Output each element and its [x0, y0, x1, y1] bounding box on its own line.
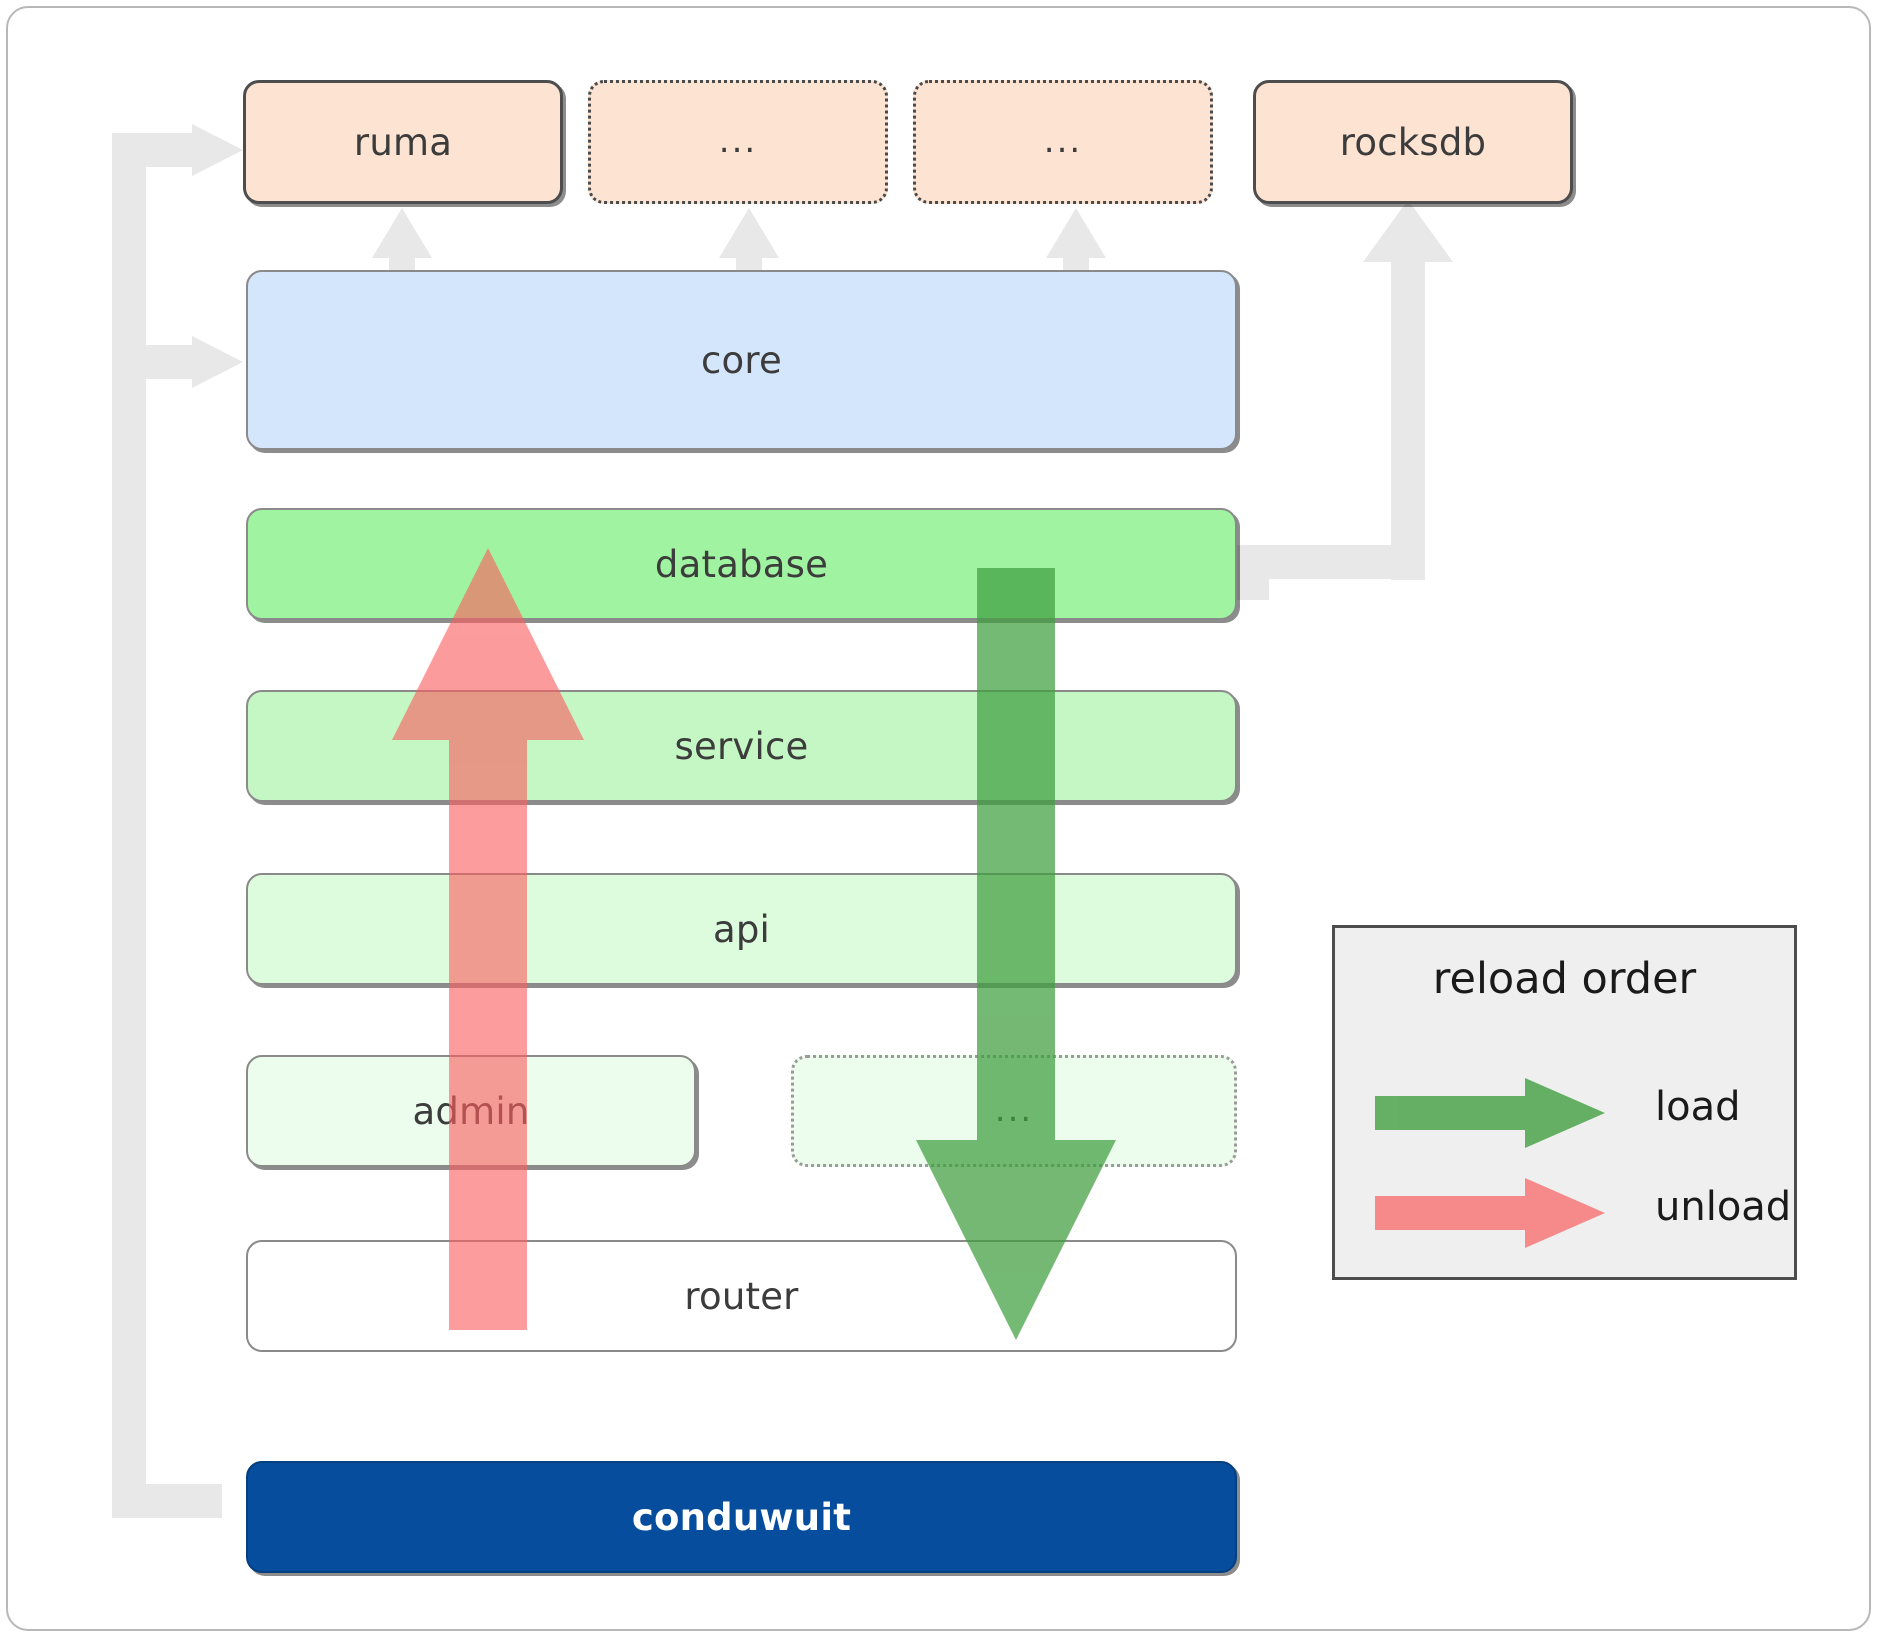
node-core-label: core [701, 338, 782, 382]
node-stack-placeholder-label: ... [994, 1090, 1034, 1131]
node-ext-placeholder-2-label: ... [1043, 121, 1083, 162]
legend-title: reload order [1432, 954, 1697, 1004]
node-api[interactable]: api [246, 873, 1237, 985]
node-database[interactable]: database [246, 508, 1237, 620]
legend-row-unload: unload [1335, 1168, 1794, 1258]
node-ext-placeholder-1-label: ... [718, 121, 758, 162]
node-rocksdb-label: rocksdb [1339, 120, 1487, 164]
diagram-frame [6, 6, 1871, 1631]
node-ruma-label: ruma [353, 120, 453, 164]
node-router-label: router [684, 1274, 799, 1318]
unload-arrow-icon [1375, 1178, 1605, 1248]
legend-row-load: load [1335, 1068, 1794, 1158]
legend-label-load: load [1655, 1084, 1741, 1130]
node-router[interactable]: router [246, 1240, 1237, 1352]
node-ruma[interactable]: ruma [243, 80, 563, 204]
node-core[interactable]: core [246, 270, 1237, 450]
legend-label-unload: unload [1655, 1184, 1792, 1230]
node-rocksdb[interactable]: rocksdb [1253, 80, 1573, 204]
legend-panel: reload order load unload [1332, 925, 1797, 1280]
load-arrow-icon [1375, 1078, 1605, 1148]
node-admin-label: admin [412, 1089, 530, 1133]
node-stack-placeholder[interactable]: ... [791, 1055, 1237, 1167]
node-ext-placeholder-2[interactable]: ... [913, 80, 1213, 204]
node-service[interactable]: service [246, 690, 1237, 802]
node-api-label: api [712, 907, 771, 951]
node-service-label: service [674, 724, 809, 768]
node-conduwuit[interactable]: conduwuit [246, 1461, 1237, 1573]
node-admin[interactable]: admin [246, 1055, 696, 1167]
node-conduwuit-label: conduwuit [631, 1495, 852, 1539]
node-database-label: database [654, 542, 829, 586]
node-ext-placeholder-1[interactable]: ... [588, 80, 888, 204]
